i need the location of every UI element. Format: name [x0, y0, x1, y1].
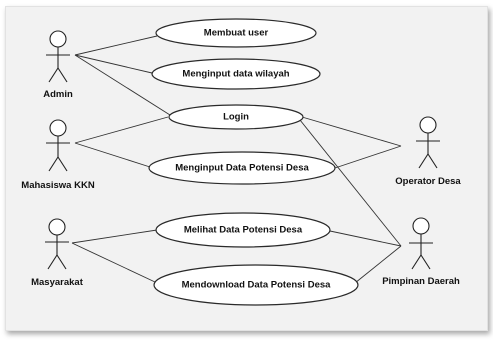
association-mahasiswa-menginput-potensi	[74, 142, 151, 168]
use-case-label: Menginput data wilayah	[182, 69, 289, 80]
actor-pimpinan-daerah: Pimpinan Daerah	[382, 217, 460, 287]
use-case-mendownload-potensi: Mendownload Data Potensi Desa	[153, 264, 359, 306]
stick-figure-icon	[46, 119, 70, 172]
actor-label: Operator Desa	[395, 176, 461, 187]
use-case-membuat-user: Membuat user	[155, 18, 317, 48]
use-case-melihat-potensi: Melihat Data Potensi Desa	[155, 212, 331, 248]
association-admin-menginput-wilayah	[74, 54, 153, 74]
stick-figure-icon	[416, 116, 440, 169]
actor-label: Pimpinan Daerah	[382, 276, 460, 287]
actor-label: Masyarakat	[31, 277, 84, 288]
stick-figure-icon	[46, 30, 70, 83]
association-masyarakat-melihat-potensi	[71, 229, 158, 244]
association-masyarakat-mendownload-potensi	[71, 242, 156, 283]
association-mahasiswa-login	[74, 116, 169, 144]
actor-label: Mahasiswa KKN	[21, 180, 95, 191]
association-admin-login	[74, 54, 171, 116]
associations	[71, 35, 402, 284]
use-case-menginput-wilayah: Menginput data wilayah	[151, 58, 321, 90]
stick-figure-icon	[409, 217, 433, 270]
association-operator-menginput-potensi	[334, 145, 402, 169]
association-admin-membuat-user	[74, 35, 158, 56]
use-case-label: Login	[223, 112, 249, 123]
use-case-login: Login	[168, 104, 304, 130]
actor-mahasiswa-kkn: Mahasiswa KKN	[21, 119, 95, 191]
use-case-label: Membuat user	[204, 28, 269, 39]
association-pimpinan-login	[299, 119, 402, 247]
stick-figure-icon	[45, 218, 69, 270]
association-operator-login	[301, 116, 402, 147]
use-case-menginput-potensi: Menginput Data Potensi Desa	[148, 151, 336, 185]
association-pimpinan-melihat-potensi	[329, 230, 402, 247]
actor-label: Admin	[43, 89, 73, 100]
association-pimpinan-mendownload-potensi	[354, 245, 402, 284]
use-case-label: Melihat Data Potensi Desa	[184, 225, 303, 236]
actor-masyarakat: Masyarakat	[31, 218, 84, 288]
use-case-label: Mendownload Data Potensi Desa	[182, 280, 332, 291]
actor-operator-desa: Operator Desa	[395, 116, 461, 187]
use-case-label: Menginput Data Potensi Desa	[175, 163, 309, 174]
actor-admin: Admin	[43, 30, 73, 100]
